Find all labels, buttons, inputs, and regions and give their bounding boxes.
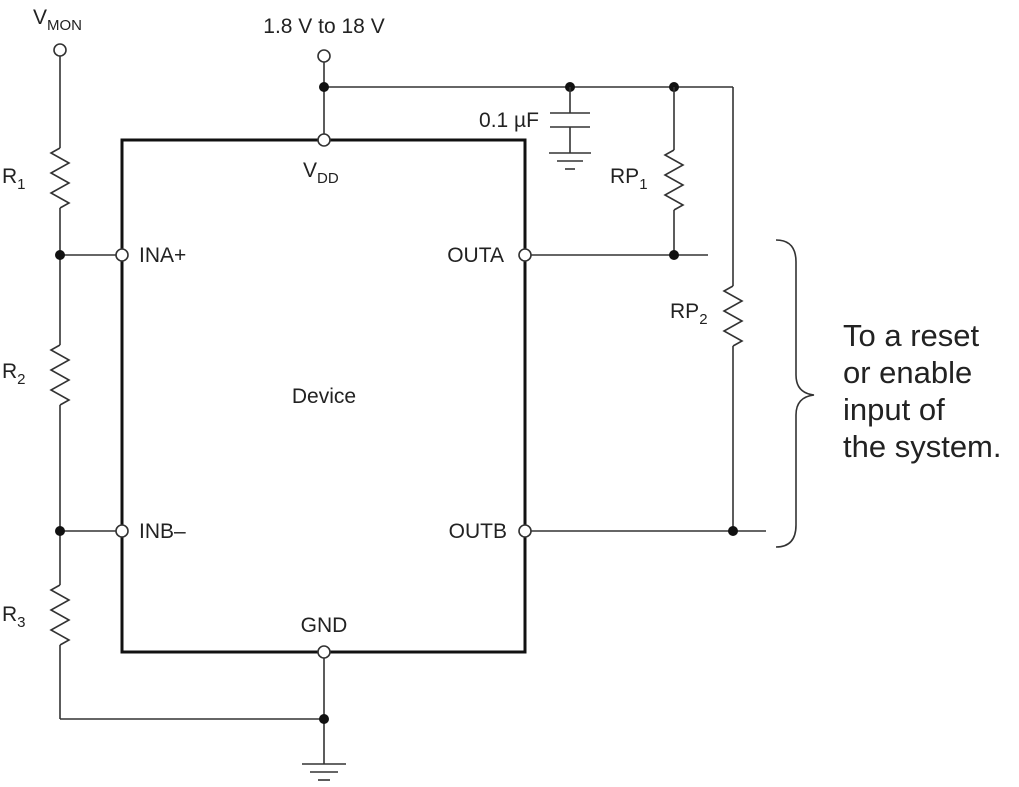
r2-label: R2 — [2, 360, 26, 388]
outb-junction — [728, 526, 738, 536]
inb-pin — [115, 524, 129, 538]
outa-pin — [518, 248, 532, 262]
gnd-junction — [319, 714, 329, 724]
vmon-label: VMON — [33, 6, 82, 34]
outa-label: OUTA — [447, 244, 504, 267]
outb-label: OUTB — [449, 520, 507, 543]
vdd-label: VDD — [303, 159, 339, 187]
supply-label: 1.8 V to 18 V — [263, 15, 384, 38]
vmon-terminal — [53, 43, 67, 57]
ina-label: INA+ — [139, 244, 186, 267]
r3-resistor — [49, 584, 71, 646]
rp1-resistor — [663, 149, 685, 211]
supply-junction — [319, 82, 329, 92]
output-brace — [775, 239, 815, 548]
gnd-pin — [317, 645, 331, 659]
rp2-resistor — [722, 285, 744, 347]
r1-label: R1 — [2, 165, 26, 193]
r3-label: R3 — [2, 603, 26, 631]
inb-label: INB– — [139, 520, 186, 543]
vdd-pin — [317, 133, 331, 147]
device-label: Device — [292, 385, 356, 408]
supply-terminal — [317, 49, 331, 63]
ina-pin — [115, 248, 129, 262]
outb-pin — [518, 524, 532, 538]
r2-resistor — [49, 344, 71, 406]
inb-junction — [55, 526, 65, 536]
r1-resistor — [49, 147, 71, 209]
ina-junction — [55, 250, 65, 260]
outa-junction — [669, 250, 679, 260]
rp2-label: RP2 — [670, 300, 708, 328]
system-note: To a reset or enable input of the system… — [843, 318, 1002, 464]
rp1-label: RP1 — [610, 165, 648, 193]
gnd-label: GND — [301, 614, 348, 637]
cap-label: 0.1 µF — [479, 109, 539, 132]
